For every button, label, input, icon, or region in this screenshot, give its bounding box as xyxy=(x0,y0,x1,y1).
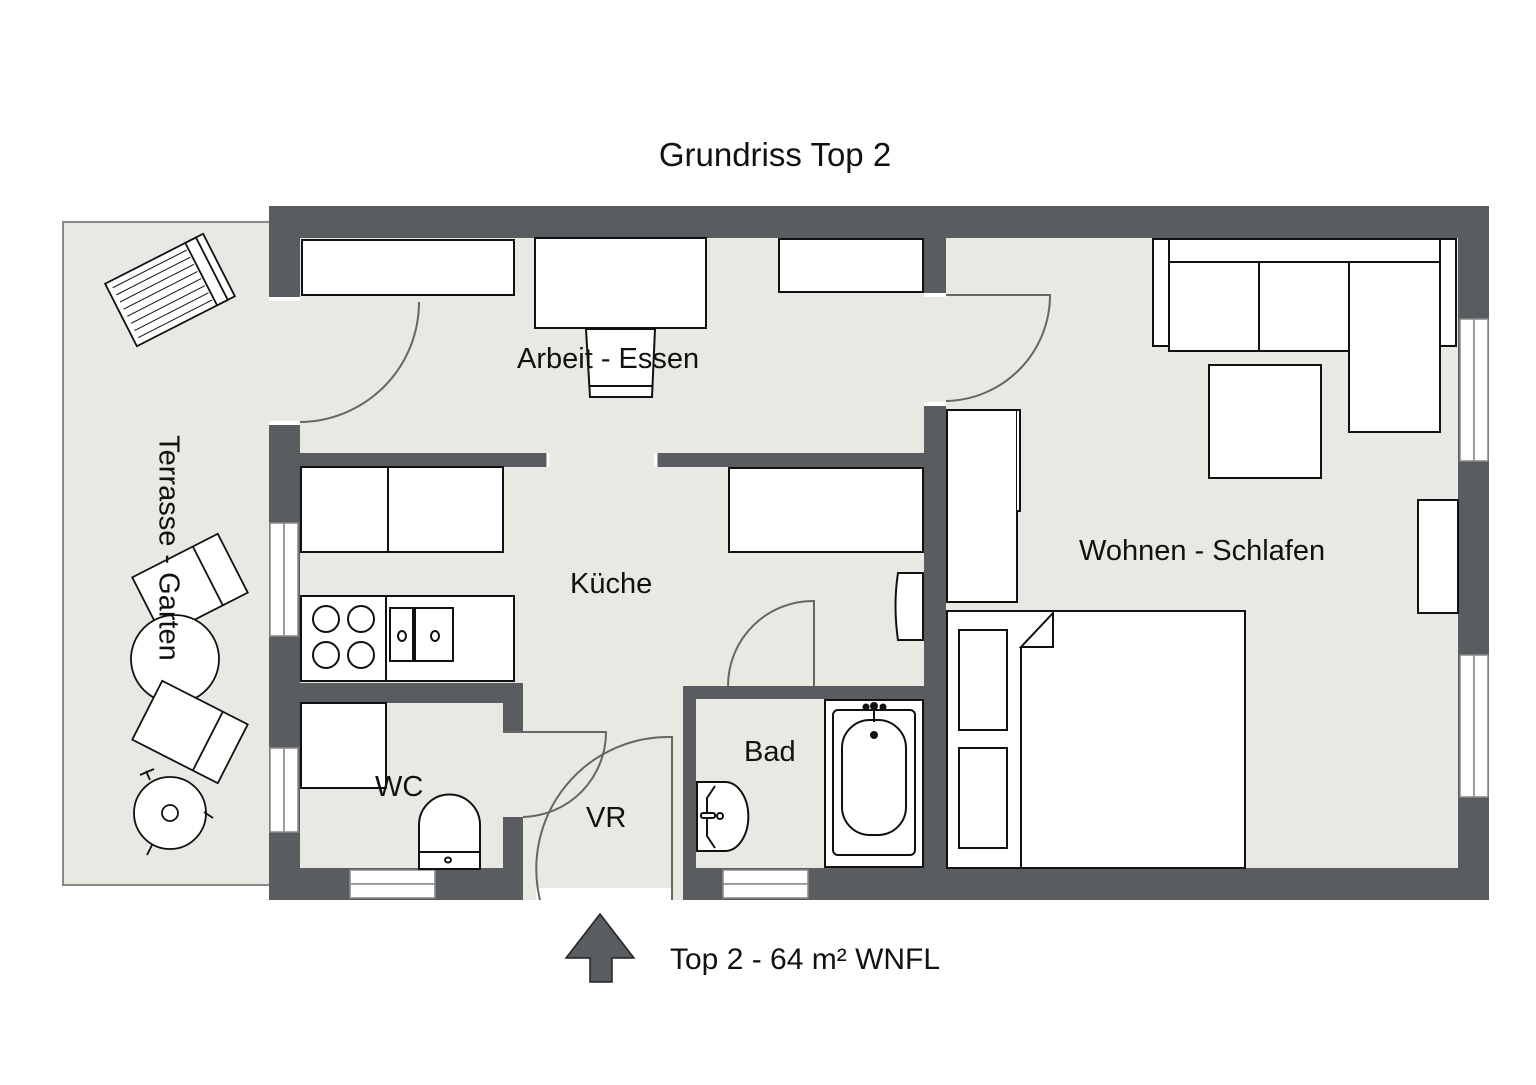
room-label-terrasse: Terrasse - Garten xyxy=(152,435,185,661)
door-swing xyxy=(299,294,1052,901)
room-label-vr: VR xyxy=(586,802,627,834)
window xyxy=(269,318,1489,899)
page-title: Grundriss Top 2 xyxy=(658,136,892,173)
arrow-up-icon xyxy=(564,912,636,983)
furniture xyxy=(300,237,1459,870)
room-label-bad: Bad xyxy=(744,736,796,768)
room-label-wohnen-schlafen: Wohnen - Schlafen xyxy=(1079,535,1326,567)
terrace-area xyxy=(62,221,274,886)
area-label: Top 2 - 64 m² WNFL xyxy=(670,943,941,976)
room-label-arbeit-essen: Arbeit - Essen xyxy=(517,343,700,375)
room-label-kueche: Küche xyxy=(570,568,653,600)
terrace-furniture xyxy=(103,232,249,856)
room-label-wc: WC xyxy=(375,771,424,803)
